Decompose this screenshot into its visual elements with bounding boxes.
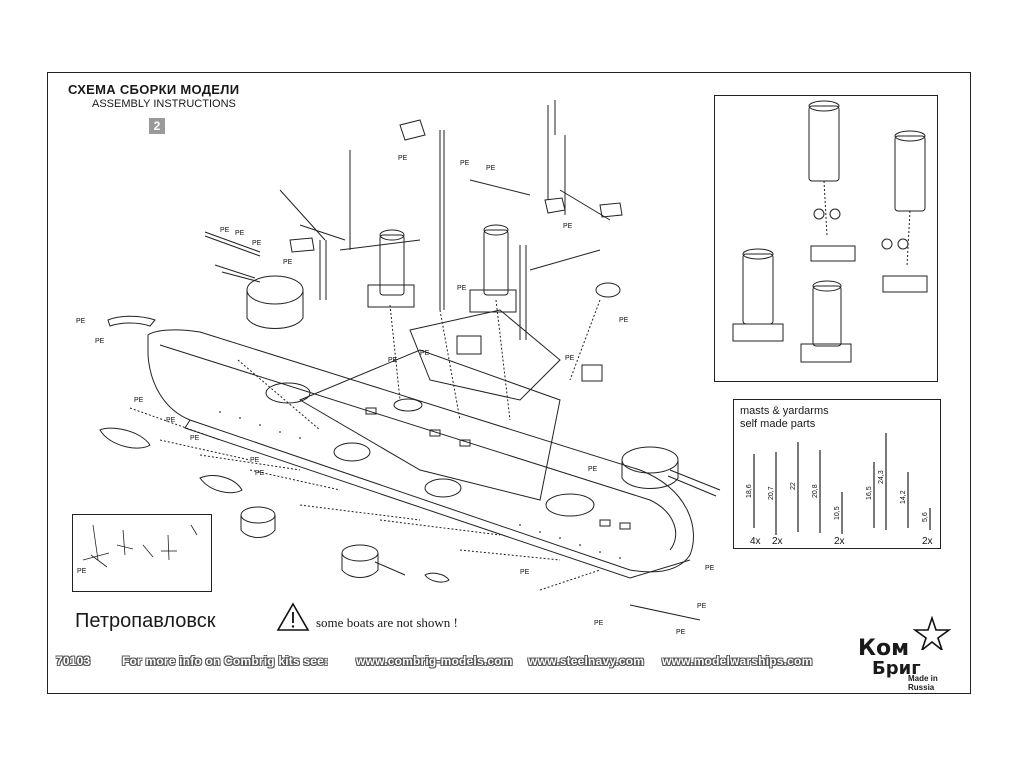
boat-2 xyxy=(199,475,243,494)
kit-code: 70103 xyxy=(56,654,91,668)
ship-name: Петропавловск xyxy=(75,610,216,632)
logo-line2: Бриг xyxy=(872,658,921,679)
masts-title-line2: self made parts xyxy=(740,418,816,430)
masts-lengths-drawing: 18,6 20,7 22 20,8 10,5 16,5 24,3 14,2 5,… xyxy=(746,433,933,547)
boat-1 xyxy=(99,427,151,449)
pe-label: PE xyxy=(520,569,530,576)
quantity-label: 2x xyxy=(772,536,783,547)
length-label: 18,6 xyxy=(746,484,753,498)
more-info-text: For more info on Combrig kits see: xyxy=(122,654,329,668)
combrig-logo: Ком Бриг Made in Russia xyxy=(850,616,960,692)
footer-bar: 70103 For more info on Combrig kits see:… xyxy=(56,654,846,672)
star-icon xyxy=(912,616,952,650)
pe-label: PE xyxy=(95,338,105,345)
length-label: 5,6 xyxy=(922,512,929,522)
warning-icon xyxy=(276,602,310,631)
pe-label: PE xyxy=(190,435,200,442)
length-label: 20,8 xyxy=(812,484,819,498)
pe-label: PE xyxy=(283,259,293,266)
length-label: 16,5 xyxy=(866,486,873,500)
pe-label: PE xyxy=(705,565,715,572)
quantity-label: 4x xyxy=(750,536,761,547)
pe-label: PE xyxy=(255,470,265,477)
length-label: 22 xyxy=(790,482,797,490)
made-in-russia: Made in Russia xyxy=(908,674,938,692)
quantity-label: 2x xyxy=(834,536,845,547)
turret-ring-fore xyxy=(545,493,595,517)
quantity-label: 2x xyxy=(922,536,933,547)
pe-label: PE xyxy=(388,357,398,364)
pe-label: PE xyxy=(486,165,496,172)
hull-outline xyxy=(147,329,694,573)
small-parts-drawing: PE xyxy=(77,524,198,575)
main-turret-fore xyxy=(621,446,679,474)
pe-label: PE xyxy=(166,417,176,424)
step-badge: 2 xyxy=(149,118,165,134)
pe-label: PE xyxy=(588,466,598,473)
pe-label: PE xyxy=(220,227,230,234)
title-russian: СХЕМА СБОРКИ МОДЕЛИ xyxy=(68,82,240,97)
link-combrig[interactable]: www.combrig-models.com xyxy=(356,654,513,668)
pe-label: PE xyxy=(457,285,467,292)
funnel-1 xyxy=(379,234,405,296)
pe-label: PE xyxy=(460,160,470,167)
logo-line1: Ком xyxy=(858,636,910,661)
link-steelnavy[interactable]: www.steelnavy.com xyxy=(528,654,645,668)
pe-label: PE xyxy=(676,629,686,636)
link-modelwarships[interactable]: www.modelwarships.com xyxy=(662,654,813,668)
pe-label: PE xyxy=(252,240,262,247)
funnel-2 xyxy=(483,229,509,296)
pe-label: PE xyxy=(77,568,87,575)
hull-deck-line xyxy=(159,344,677,551)
pe-label: PE xyxy=(134,397,144,404)
page-frame xyxy=(47,72,971,694)
warning-text: some boats are not shown ! xyxy=(316,615,458,630)
masts-title-line1: masts & yardarms xyxy=(740,405,829,417)
title-english: ASSEMBLY INSTRUCTIONS xyxy=(92,98,236,110)
hull-side xyxy=(184,419,691,579)
pe-label: PE xyxy=(398,155,408,162)
inset-masts-yardarms: masts & yardarms self made parts 18,6 20… xyxy=(733,399,941,549)
inset-funnel-assembly xyxy=(714,95,938,382)
superstructure xyxy=(298,349,561,501)
pe-label: PE xyxy=(250,457,260,464)
pe-label: PE xyxy=(76,318,86,325)
pe-label: PE xyxy=(235,230,245,237)
length-label: 24,3 xyxy=(878,470,885,484)
pe-label: PE xyxy=(565,355,575,362)
inset-small-parts: PE xyxy=(72,514,212,592)
pe-label: PE xyxy=(619,317,629,324)
funnel-assembly-drawing xyxy=(732,100,928,363)
pe-label: PE xyxy=(563,223,573,230)
main-turret-aft xyxy=(246,275,304,305)
pe-label: PE xyxy=(594,620,604,627)
pe-label: PE xyxy=(420,350,430,357)
length-label: 20,7 xyxy=(768,486,775,500)
pe-label: PE xyxy=(697,603,707,610)
length-label: 14,2 xyxy=(900,490,907,504)
length-label: 10,5 xyxy=(834,506,841,520)
